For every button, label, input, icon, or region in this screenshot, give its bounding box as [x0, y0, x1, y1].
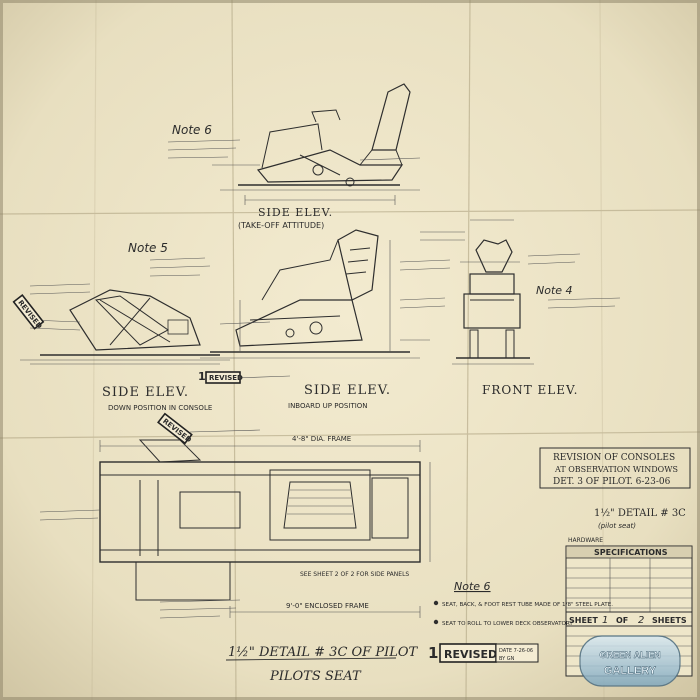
- top-elev-note-heading: Note 6: [172, 123, 212, 137]
- specifications-title: SPECIFICATIONS: [594, 548, 668, 557]
- front-elevation-drawing: [452, 219, 534, 365]
- front-elev-note-scribbles: [420, 231, 621, 309]
- left-elev-subtitle: DOWN POSITION IN CONSOLE: [108, 404, 212, 412]
- mid-side-elevation-drawing: [200, 229, 420, 359]
- plan-dimension-bottom: 9'-0" ENCLOSED FRAME: [286, 602, 369, 610]
- mid-small-revised-tag: 1 REVISED: [198, 370, 243, 384]
- plan-view-drawing: [99, 439, 431, 618]
- revised-stamp-date: DATE 7-26-06: [499, 648, 533, 654]
- left-elev-note-heading: Note 5: [128, 241, 168, 255]
- revised-stamp-word: REVISED: [444, 648, 497, 661]
- notes-heading: Note 6: [454, 580, 491, 593]
- watermark-line-2: GALLERY: [604, 665, 657, 677]
- sheet-of: OF: [616, 616, 628, 625]
- revision-box: REVISION OF CONSOLES AT OBSERVATION WIND…: [539, 447, 691, 489]
- top-elev-subtitle: (TAKE-OFF ATTITUDE): [238, 221, 324, 230]
- hardware-label: HARDWARE: [568, 537, 603, 544]
- revised-stamp-by: BY GN: [499, 656, 515, 662]
- revised-stamp: 1 REVISED DATE 7-26-06 BY GN: [428, 643, 539, 663]
- sheet-prefix: SHEET: [569, 616, 598, 625]
- watermark-line-1: GREEN ALIEN: [599, 650, 660, 660]
- gallery-watermark-logo: GREEN ALIEN GALLERY: [579, 635, 681, 687]
- mid-elev-title: SIDE ELEV.: [304, 383, 391, 398]
- plan-dimension-top: 4'-8" DIA. FRAME: [292, 435, 351, 443]
- sheet-number: 1: [602, 615, 608, 626]
- revision-line-1: REVISION OF CONSOLES: [553, 453, 675, 463]
- revised-stamp-number: 1: [428, 644, 438, 662]
- revision-line-3: DET. 3 OF PILOT. 6-23-06: [553, 477, 671, 487]
- top-elev-title: SIDE ELEV.: [258, 206, 333, 219]
- svg-text:1: 1: [198, 370, 206, 383]
- detail-label: 1½" DETAIL # 3C: [594, 508, 686, 519]
- sheet-suffix: SHEETS: [652, 616, 687, 625]
- bottom-title-line-2: PILOTS SEAT: [269, 669, 362, 684]
- bottom-title-line-1: 1½" DETAIL # 3C OF PILOT: [228, 645, 419, 660]
- plan-side-panel-callout: SEE SHEET 2 OF 2 FOR SIDE PANELS: [300, 571, 409, 578]
- left-side-elevation-drawing: [20, 289, 230, 365]
- top-side-elevation-drawing: [212, 83, 421, 205]
- notes-block: Note 6 SEAT, BACK, & FOOT REST TUBE MADE…: [433, 580, 613, 627]
- mid-elev-callouts: [219, 259, 451, 379]
- plan-view-scribbles: [39, 429, 261, 619]
- detail-sublabel: (pilot seat): [598, 522, 636, 530]
- notes-item-1: SEAT, BACK, & FOOT REST TUBE MADE OF 1/8…: [442, 602, 613, 608]
- top-elev-note-scribbles: [167, 139, 241, 159]
- bottom-title-underline: [225, 657, 397, 661]
- front-elev-note-heading: Note 4: [536, 284, 573, 297]
- front-elev-title: FRONT ELEV.: [482, 383, 578, 397]
- mid-elev-subtitle: INBOARD UP POSITION: [288, 402, 368, 410]
- svg-text:REVISED: REVISED: [209, 374, 243, 382]
- left-elev-title: SIDE ELEV.: [102, 385, 189, 400]
- revision-line-2: AT OBSERVATION WINDOWS: [554, 465, 678, 474]
- notes-item-2: SEAT TO ROLL TO LOWER DECK OBSERVATORY: [442, 621, 573, 627]
- sheet-total: 2: [638, 615, 644, 626]
